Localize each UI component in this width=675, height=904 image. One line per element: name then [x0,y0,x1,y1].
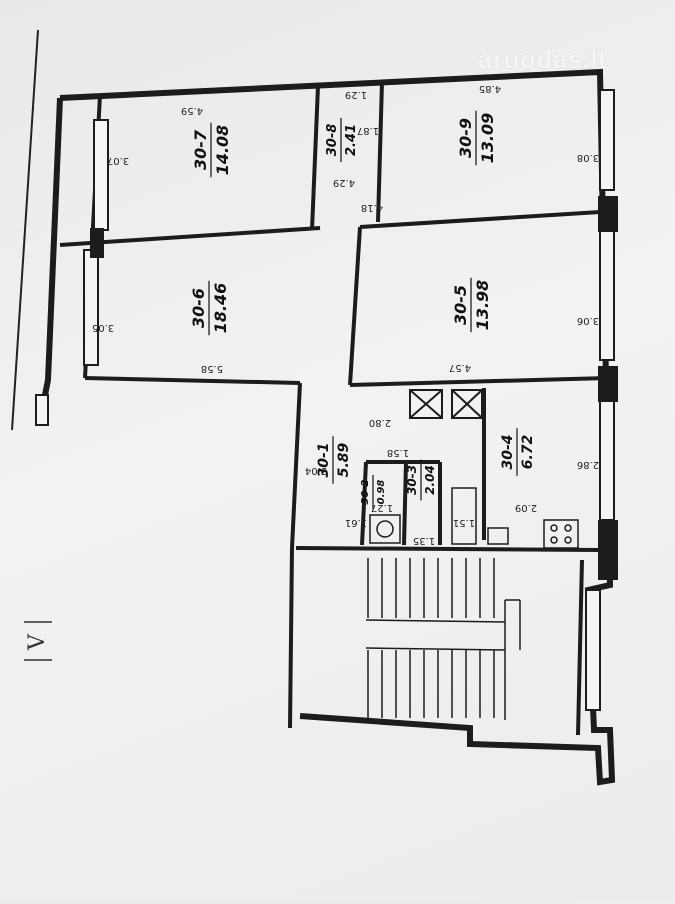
room-area: 2.04 [423,465,437,495]
staircase [365,558,521,720]
room-area: 14.08 [213,125,232,176]
dimension-labels: 4.59 3.07 1.29 1.87 4.29 4.18 4.85 3.08 3.05 5.58… [92,83,599,546]
room-id: 30-3 [405,465,419,495]
room-id: 30-8 [325,124,340,157]
page-edge-line [11,29,39,431]
dimension-r1_small: 1.58 [387,447,409,458]
room-area: 6.72 [520,435,536,470]
dimension-r6_bottom: 5.58 [201,363,223,374]
dimension-r8_bottom: 4.29 [333,177,355,188]
vent-shafts [409,389,483,419]
dimension-r5_right: 3.06 [577,315,599,326]
dimension-r9_right: 3.08 [577,152,599,163]
dimension-r8_low: 4.18 [361,202,383,213]
plan-section-label: V [18,618,58,668]
room-id: 30-6 [189,288,208,328]
dimension-r9_top: 4.85 [479,83,501,94]
room-id: 30-4 [500,434,516,469]
dimension-r6_left: 3.05 [92,322,114,333]
fixtures [369,487,579,549]
room-30-3-label: 30-3 2.04 [405,459,437,501]
wall-markers [90,196,618,580]
dimension-r4_bottom: 2.09 [515,502,537,513]
room-id: 30-5 [451,285,470,325]
dimension-r8_top: 1.29 [345,89,367,100]
watermark-logo: aruodas.lt [478,44,608,74]
inner-walls [59,81,609,736]
room-area: 18.46 [211,283,230,334]
room-area: 0.98 [376,480,387,505]
outer-walls [37,68,616,786]
dimension-r4_right: 2.86 [577,459,599,470]
room-id: 30-7 [191,129,210,170]
dimension-r3_side: 1.51 [453,517,475,528]
windows [35,89,615,711]
room-id: 30-9 [456,118,475,158]
room-id: 30-2 [360,479,371,504]
dimension-r1_left: 3.04 [305,465,327,476]
dimension-r1_top: 2.80 [369,417,391,428]
dimension-r7_top: 4.59 [181,105,203,116]
dimension-r5_bottom: 4.57 [449,362,471,373]
dimension-r8_right: 1.87 [357,125,379,136]
room-area: 5.89 [336,442,352,477]
room-area: 2.41 [344,124,359,156]
dimension-r1_bottom: 1.61 [345,517,367,528]
room-id: 30-1 [316,442,332,477]
room-area: 13.09 [478,113,497,164]
room-30-8-label: 30-8 2.41 [325,117,359,163]
plan-section-text: V [25,633,50,651]
room-30-2-label: 30-2 0.98 [360,475,387,509]
dimension-r7_left: 3.07 [107,155,129,166]
dimension-r3_bottom: 1.35 [413,535,435,546]
room-area: 13.98 [473,280,492,331]
dimension-r2: 1.27 [371,502,393,513]
